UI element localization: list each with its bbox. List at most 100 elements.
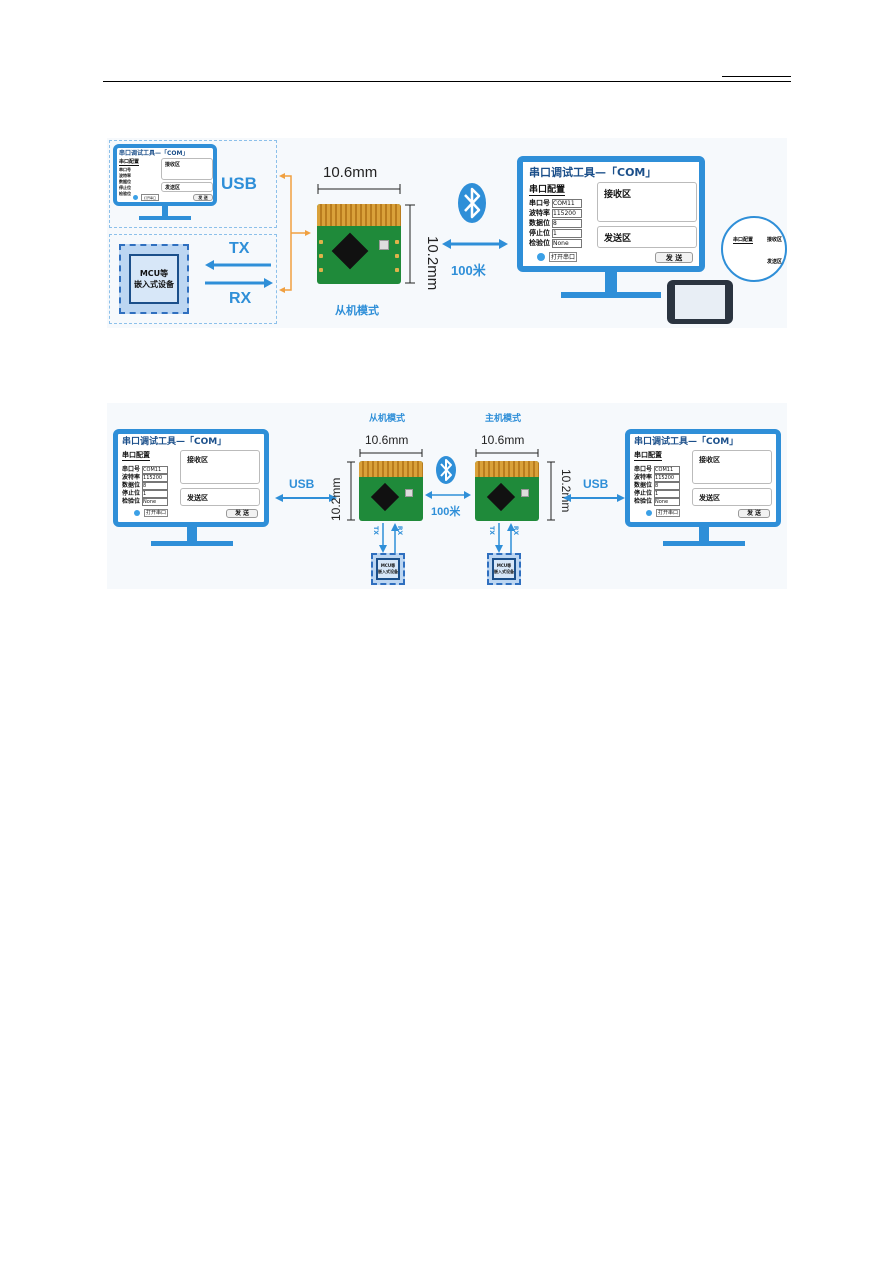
slave-mcu-chip: MCU等 嵌入式设备 [371,553,405,585]
usb-right-arrow [563,494,625,502]
slave-module [359,461,423,521]
width-dim-line [317,184,401,194]
left-send-box: 发送区 [180,488,260,506]
distance-arrow [425,491,471,499]
right-config-title: 串口配置 [634,451,662,461]
right-monitor-title: 串口调试工具—「COM」 [634,437,739,447]
mcu-line-2: 嵌入式设备 [378,569,398,574]
usb-right-label: USB [583,477,609,491]
right-monitor-neck [699,527,709,541]
left-send-button[interactable]: 发 送 [226,509,258,518]
small-recv-box: 接收区 [161,158,213,180]
big-status-dot [537,253,545,261]
width-dim-line-1 [359,449,423,457]
big-open-button[interactable]: 打开串口 [549,252,577,262]
big-monitor-base [561,292,661,298]
phone-zoom-circle: 串口配置 接收区 发送区 [721,216,787,282]
mcu-line-2: 嵌入式设备 [134,280,174,289]
orange-bracket [279,173,311,293]
mcu-group-box [109,234,277,324]
distance-arrow [442,239,508,249]
module-crystal [521,489,529,497]
module-crystal [405,489,413,497]
small-open-button[interactable]: 打开串口 [141,194,159,201]
module-ic [370,482,400,512]
big-send-box: 发送区 [597,226,697,248]
phone-send: 发送区 [767,259,783,265]
usb-left-arrow [275,494,337,502]
module-ic [331,232,369,270]
antenna-area [359,461,423,477]
master-uart-arrows [495,523,515,553]
slave-uart-arrows [379,523,399,553]
height-dimension-2: 10.2mm [559,469,573,513]
left-monitor-base [151,541,233,546]
module-pad [319,268,323,272]
height-dim-line-1 [347,461,355,521]
small-monitor-base [139,216,191,220]
module-pad [319,254,323,258]
distance-label: 100米 [431,506,461,518]
header-short-rule [722,76,791,77]
phone [667,280,733,324]
big-recv-box: 接收区 [597,182,697,222]
right-send-box: 发送区 [692,488,772,506]
left-monitor-title: 串口调试工具—「COM」 [122,437,227,447]
rx-arrow [205,278,273,288]
small-status-dot [133,195,138,200]
phone-recv: 接收区 [767,237,783,243]
phone-config-title: 串口配置 [733,237,754,244]
small-config-title: 串口配置 [119,159,140,166]
small-row: 串口号 [119,167,131,172]
left-config-title: 串口配置 [122,451,150,461]
left-open-button[interactable]: 打开串口 [144,509,168,517]
small-monitor: 串口调试工具—「COM」 串口配置 串口号 波特率 数据位 停止位 检验位 接收… [113,144,217,206]
master-mode-label: 主机模式 [485,414,522,424]
right-open-button[interactable]: 打开串口 [656,509,680,517]
module-pad [395,268,399,272]
usb-label: USB [221,174,257,193]
small-monitor-title: 串口调试工具—「COM」 [119,150,189,157]
left-status-dot [134,510,140,516]
small-row: 停止位 [119,185,131,190]
left-monitor-neck [187,527,197,541]
big-send-button[interactable]: 发 送 [655,252,693,263]
height-dim-line-2 [547,461,555,521]
mcu-chip-inner: MCU等 嵌入式设备 [129,254,179,304]
tx-arrow [205,260,271,270]
small-monitor-neck [162,206,168,216]
usb-group-box [109,140,277,228]
right-recv-box: 接收区 [692,450,772,484]
slave-mcu-inner: MCU等 嵌入式设备 [376,558,400,580]
height-dimension: 10.2mm [424,236,441,291]
master-mcu-inner: MCU等 嵌入式设备 [492,558,516,580]
left-recv-box: 接收区 [180,450,260,484]
rx-label: RX [229,290,252,307]
right-send-button[interactable]: 发 送 [738,509,770,518]
small-row: 数据位 [119,179,131,184]
mcu-line-2: 嵌入式设备 [494,569,514,574]
phone-screen [675,285,725,319]
small-send-box: 发送区 [161,182,213,192]
master-module [475,461,539,521]
small-send-button[interactable]: 发 送 [193,194,213,201]
big-monitor-neck [605,272,617,292]
distance-label: 100米 [451,263,486,278]
right-status-dot [646,510,652,516]
bluetooth-icon [436,456,456,484]
small-row: 波特率 [119,173,131,178]
